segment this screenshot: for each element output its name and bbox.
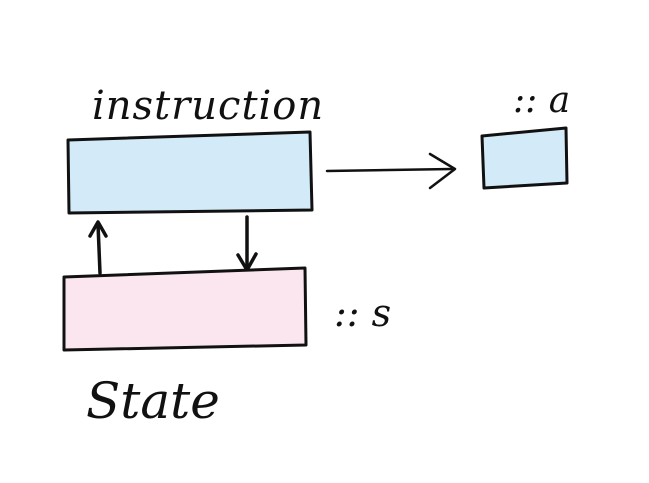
state-type-label: :: s xyxy=(334,291,391,335)
read-state-arrow xyxy=(88,220,108,275)
write-state-arrow xyxy=(236,215,258,272)
state-box xyxy=(62,266,308,352)
result-type-label: :: a xyxy=(513,80,570,121)
instruction-label: instruction xyxy=(92,83,324,129)
instruction-box xyxy=(66,130,314,215)
state-label: State xyxy=(86,372,220,430)
result-box xyxy=(480,126,569,190)
output-arrow xyxy=(325,152,457,190)
